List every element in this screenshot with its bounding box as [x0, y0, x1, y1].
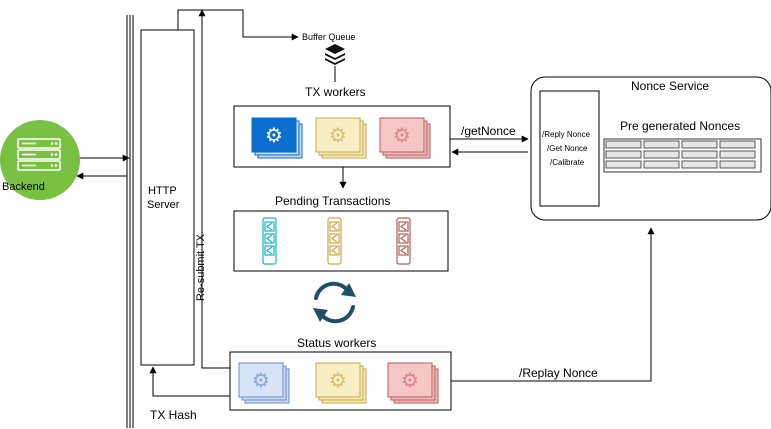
status-worker-card-yellow: ⚙: [315, 362, 367, 404]
resubmit-tx-arrow: [198, 9, 230, 369]
status-worker-card-red: ⚙: [387, 362, 439, 404]
backend-label: Backend: [2, 181, 45, 193]
http-server-label-line2: Server: [147, 199, 180, 211]
status-workers-label: Status workers: [297, 336, 377, 350]
endpoint-calibrate: /Calibrate: [550, 158, 585, 167]
gear-icon: ⚙: [401, 368, 419, 392]
pending-tx-strip-cyan: [262, 217, 277, 265]
backend-node: [0, 120, 80, 200]
tx-worker-card-blue: ⚙: [251, 117, 303, 159]
stack-layers-icon: [325, 44, 345, 65]
nonce-service-title: Nonce Service: [631, 79, 710, 93]
pending-tx-strip-red: [396, 217, 411, 265]
gear-icon: ⚙: [329, 123, 347, 147]
pre-generated-nonces-label: Pre generated Nonces: [620, 119, 741, 133]
gear-icon: ⚙: [329, 368, 347, 392]
bus-line: [126, 15, 134, 428]
tx-hash-arrow: [149, 366, 230, 397]
tx-worker-card-yellow: ⚙: [315, 117, 367, 159]
replay-nonce-arrow: [451, 227, 655, 382]
replay-nonce-label: /Replay Nonce: [519, 366, 598, 380]
nonce-endpoints-box: [539, 90, 600, 207]
gear-icon: ⚙: [265, 123, 283, 147]
tx-hash-label: TX Hash: [150, 408, 197, 422]
tx-workers-label: TX workers: [305, 85, 366, 99]
endpoint-get-nonce: /Get Nonce: [547, 144, 588, 153]
http-server-label-line1: HTTP: [148, 185, 177, 197]
tx-worker-card-red: ⚙: [379, 117, 431, 159]
server-rack-icon: [17, 138, 61, 171]
endpoint-reply-nonce: /Reply Nonce: [542, 130, 591, 139]
http-server-box: [140, 29, 195, 366]
server-to-buffer-arrow: [177, 9, 299, 41]
pending-transactions-label: Pending Transactions: [275, 194, 391, 208]
gear-icon: ⚙: [393, 123, 411, 147]
nonce-storage-array: [603, 138, 762, 173]
get-nonce-label: /getNonce: [461, 124, 516, 138]
resubmit-tx-label: Re-submit TX: [195, 233, 208, 302]
buffer-queue-label: Buffer Queue: [302, 32, 356, 42]
status-worker-card-blue: ⚙: [238, 362, 290, 404]
gear-icon: ⚙: [252, 368, 270, 392]
sync-icon: [314, 281, 355, 324]
pending-tx-strip-gold: [327, 217, 342, 265]
